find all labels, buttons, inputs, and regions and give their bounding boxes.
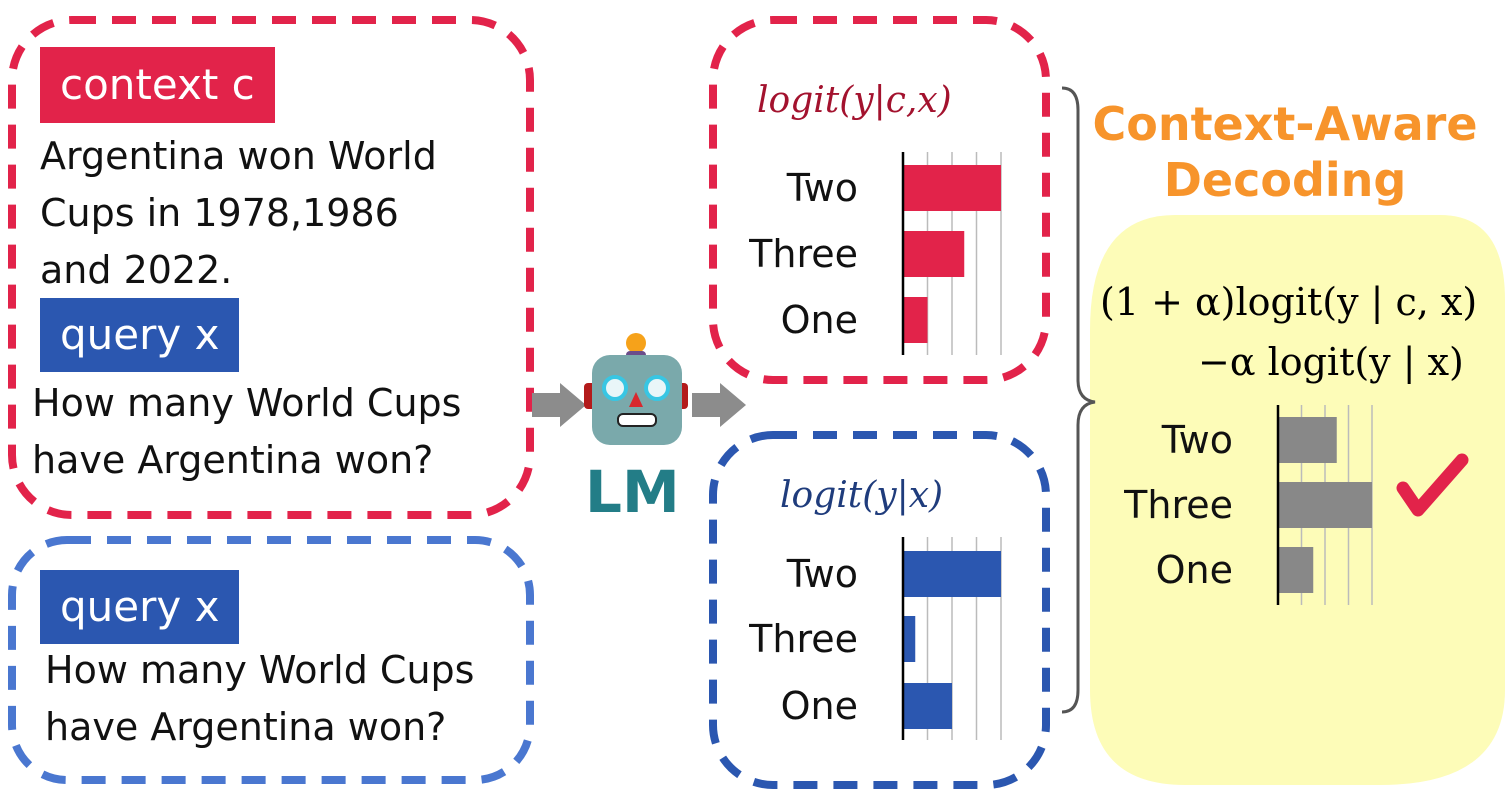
bar-three (903, 231, 965, 277)
category-label: Two (786, 552, 858, 596)
category-label: Two (1161, 418, 1233, 462)
context-line: Cups in 1978,1986 (40, 191, 399, 235)
formula-line-1: (1 + α)logit(y | c, x) (1100, 280, 1478, 324)
query-tag-2: query x (40, 570, 240, 644)
bar-one (903, 683, 952, 729)
query-tag: query x (40, 298, 240, 372)
query-logit-box (709, 431, 1050, 789)
checkmark-icon (1396, 453, 1469, 517)
bar-two (903, 165, 1001, 211)
context-logit-title: logit(y|c,x) (757, 80, 952, 121)
query-text: How many World Cups have Argentina won? (32, 375, 461, 489)
bar-one (903, 297, 928, 343)
robot-icon (584, 333, 688, 445)
category-label: Two (786, 166, 858, 210)
query-only-box (8, 536, 534, 784)
method-title-line: Decoding (1163, 153, 1407, 207)
bar-three (903, 616, 916, 662)
query-line: How many World Cups (45, 648, 475, 692)
context-line: and 2022. (40, 248, 233, 292)
category-label: Three (749, 617, 858, 661)
query-line: have Argentina won? (45, 705, 447, 749)
method-title: Context-Aware Decoding (1075, 96, 1495, 208)
arrow-icon (532, 383, 746, 427)
bar-two (903, 551, 1001, 597)
bar-two (1278, 417, 1337, 463)
category-label: One (1155, 548, 1233, 592)
context-text: Argentina won World Cups in 1978,1986 an… (40, 128, 437, 299)
category-label: One (780, 298, 858, 342)
context-line: Argentina won World (40, 134, 437, 178)
method-title-line: Context-Aware (1092, 97, 1478, 151)
formula-line-2: −α logit(y | x) (1198, 340, 1464, 384)
category-label: One (780, 684, 858, 728)
query-text-2: How many World Cups have Argentina won? (45, 642, 474, 756)
category-label: Three (1124, 483, 1233, 527)
category-label: Three (749, 232, 858, 276)
curly-brace (1061, 86, 1096, 714)
bar-three (1278, 482, 1372, 528)
query-line: How many World Cups (32, 381, 462, 425)
query-logit-title: logit(y|x) (780, 475, 944, 516)
bar-one (1278, 547, 1314, 593)
query-line: have Argentina won? (32, 438, 434, 482)
context-query-box (8, 16, 534, 519)
context-tag: context c (40, 47, 275, 123)
lm-label: LM (585, 458, 680, 526)
